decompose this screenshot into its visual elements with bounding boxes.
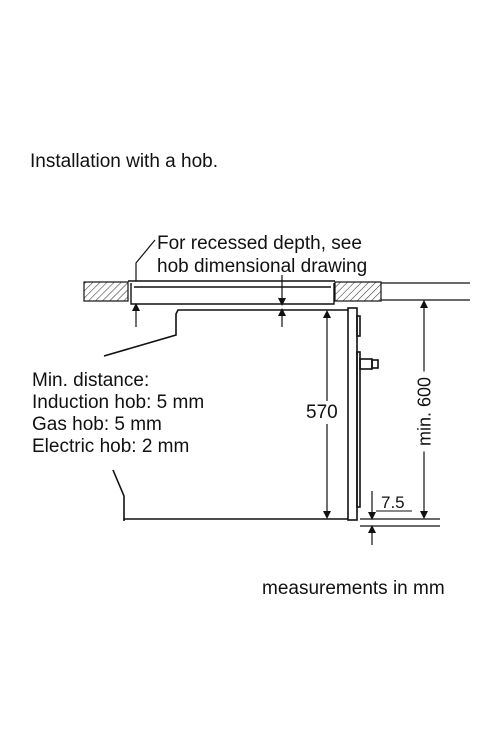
dim-600-label: min. 600 [413, 371, 437, 452]
recess-note-line2: hob dimensional drawing [157, 256, 368, 277]
diagram-title: Installation with a hob. [30, 151, 219, 172]
recess-note-line1: For recessed depth, see [157, 233, 362, 254]
min-distance-electric: Electric hob: 2 mm [32, 436, 190, 457]
min-distance-gas: Gas hob: 5 mm [32, 414, 162, 435]
dim-75-label: 7.5 [381, 493, 405, 512]
min-distance-induction: Induction hob: 5 mm [32, 392, 205, 413]
worktop-right [334, 281, 382, 302]
worktop-left [83, 281, 129, 302]
recess-leader [135, 239, 156, 281]
dim-570-label: 570 [306, 401, 338, 424]
measurement-unit-note: measurements in mm [262, 578, 445, 599]
oven [103, 307, 379, 521]
min-distance-heading: Min. distance: [32, 370, 150, 391]
hob [128, 280, 335, 305]
